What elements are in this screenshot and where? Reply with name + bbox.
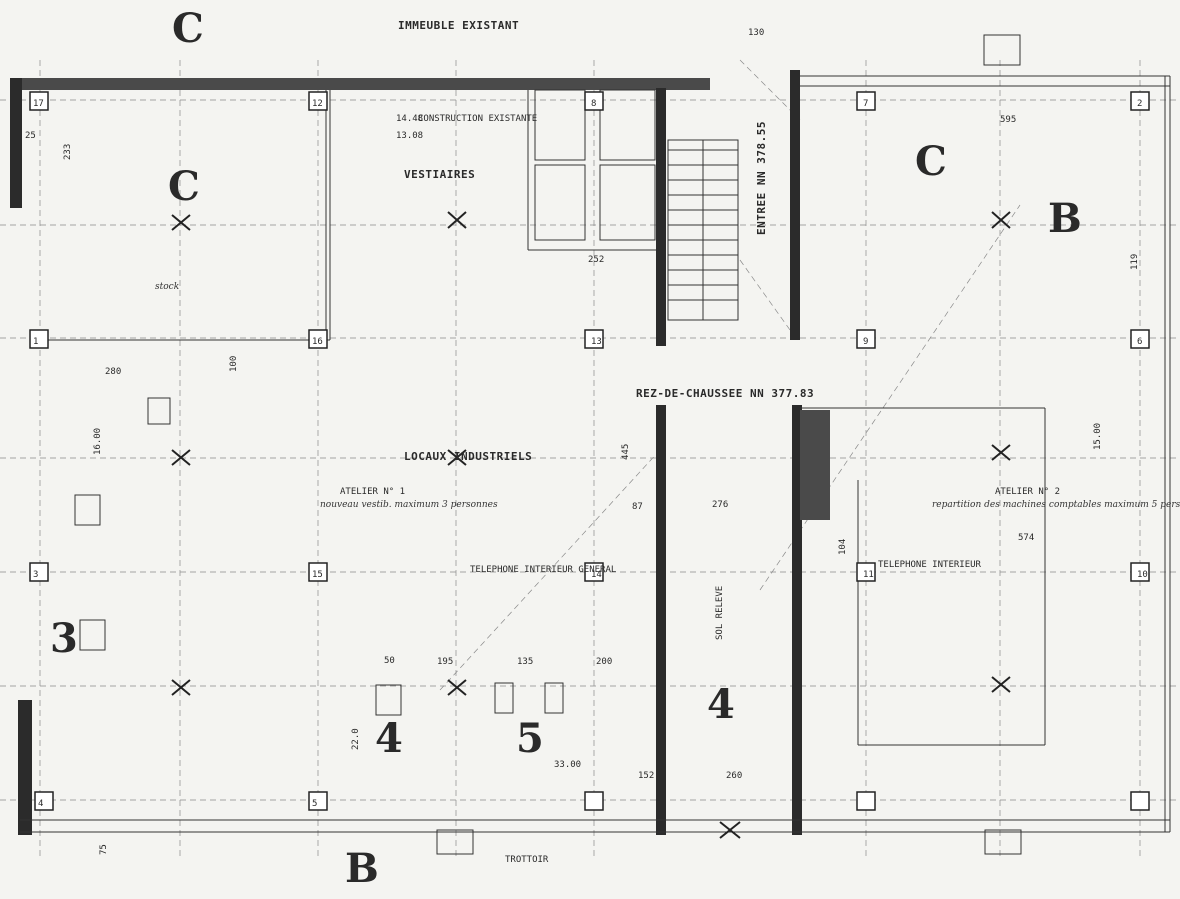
- column-number: 6: [1137, 337, 1142, 347]
- dimension-label: 100: [229, 356, 239, 372]
- label-raised-floor: SOL RELEVE: [715, 586, 725, 640]
- dimension-label: 25: [25, 131, 36, 141]
- dimension-label: 152: [638, 771, 654, 781]
- label-telephone: TELEPHONE INTERIEUR: [878, 560, 982, 570]
- label-workshop-1: ATELIER N° 1: [340, 487, 405, 497]
- dimension-label: 13.08: [396, 131, 423, 141]
- column-number: 1: [33, 337, 38, 347]
- dimension-label: 445: [621, 444, 631, 460]
- column-number: 15: [312, 570, 323, 580]
- section-marker-c-right: C: [915, 138, 947, 185]
- dimension-label: 87: [632, 502, 643, 512]
- label-workshop-2: ATELIER N° 2: [995, 487, 1060, 497]
- column-number: 14: [591, 570, 602, 580]
- dimension-label: 104: [838, 539, 848, 555]
- column-number: 12: [312, 99, 323, 109]
- column-number: 3: [33, 570, 38, 580]
- dimension-label: 16.00: [93, 428, 103, 455]
- column-number: 2: [1137, 99, 1142, 109]
- dimension-label: 14.48: [396, 114, 423, 124]
- section-marker-b: B: [1048, 195, 1082, 242]
- section-marker-c: C: [168, 163, 200, 210]
- dimension-label: 75: [99, 844, 109, 855]
- column-number: 10: [1137, 570, 1148, 580]
- label-stock: stock: [155, 282, 179, 292]
- label-sidewalk: TROTTOIR: [505, 855, 549, 865]
- label-workshop-1-note: nouveau vestib. maximum 3 personnes: [320, 500, 498, 510]
- room-number-5: 5: [516, 715, 544, 762]
- room-number-4b: 4: [707, 681, 735, 728]
- column-number: 11: [863, 570, 874, 580]
- dimension-label: 50: [384, 656, 395, 666]
- dimension-label: 252: [588, 255, 604, 265]
- dimension-label: 135: [517, 657, 533, 667]
- label-workshop-2-note: repartition des machines comptables maxi…: [932, 500, 1180, 510]
- column-numbers: 17 12 8 7 2 1 16 13 9 6 3 15 14 11 10 4 …: [33, 99, 1148, 809]
- dimension-label: 130: [748, 28, 764, 38]
- column-number: 13: [591, 337, 602, 347]
- label-ground-floor: REZ-DE-CHAUSSEE NN 377.83: [636, 387, 814, 400]
- dimension-label: 15.00: [1093, 423, 1103, 450]
- column-number: 8: [591, 99, 596, 109]
- dimension-label: 195: [437, 657, 453, 667]
- equipment-boxes: [74, 34, 1022, 855]
- light-fixtures: [171, 211, 1011, 839]
- column-number: 5: [312, 799, 317, 809]
- dimension-label: 22.0: [351, 728, 361, 750]
- label-industrial-premises: LOCAUX INDUSTRIELS: [404, 450, 532, 463]
- label-telephone-general: TELEPHONE INTERIEUR GENERAL: [470, 565, 616, 575]
- staircase: [667, 139, 739, 321]
- label-existing-construction: CONSTRUCTION EXISTANTE: [418, 114, 537, 124]
- dimension-label: 276: [712, 500, 728, 510]
- dimension-label: 119: [1130, 254, 1140, 270]
- section-marker-b-bottom: B: [345, 845, 379, 892]
- label-entrance: ENTREE NN 378.55: [755, 121, 768, 235]
- column-number: 4: [38, 799, 43, 809]
- dimension-label: 595: [1000, 115, 1016, 125]
- label-cloakrooms: VESTIAIRES: [404, 168, 475, 181]
- label-existing-building: IMMEUBLE EXISTANT: [398, 19, 519, 32]
- room-number-3: 3: [50, 615, 78, 662]
- section-marker-c-top: C: [172, 5, 204, 52]
- dimension-label: 233: [63, 144, 73, 160]
- dimension-label: 574: [1018, 533, 1034, 543]
- column-number: 17: [33, 99, 44, 109]
- columns: [29, 91, 1150, 811]
- dimension-label: 33.00: [554, 760, 581, 770]
- sanitary-rooms: [534, 89, 830, 520]
- column-number: 16: [312, 337, 323, 347]
- dimension-label: 200: [596, 657, 612, 667]
- dimension-label: 280: [105, 367, 121, 377]
- outer-walls: [10, 70, 1171, 835]
- dimension-label: 260: [726, 771, 742, 781]
- room-number-4: 4: [375, 715, 403, 762]
- column-number: 9: [863, 337, 868, 347]
- column-number: 7: [863, 99, 868, 109]
